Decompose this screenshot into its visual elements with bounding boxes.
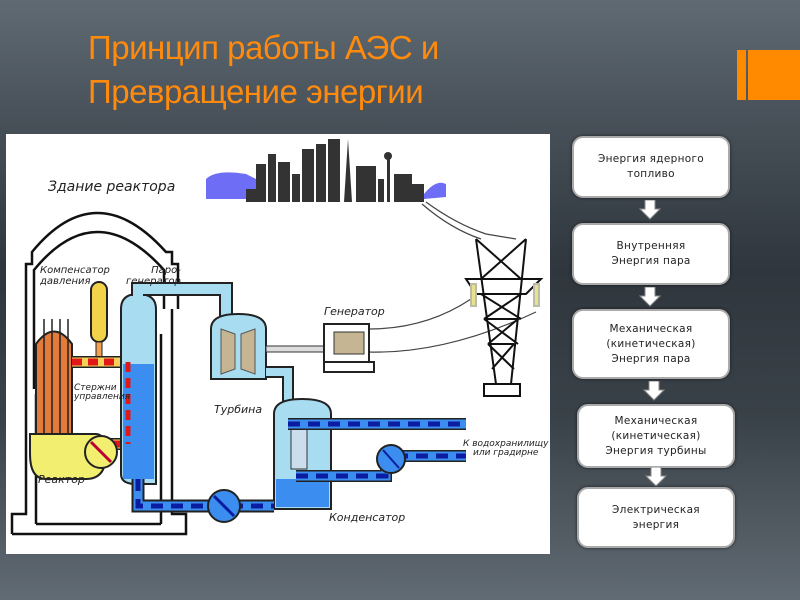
flow-step-5: Электрическая энергия (577, 487, 735, 548)
down-arrow-icon (645, 467, 667, 487)
accent-bar-thin (737, 50, 746, 100)
feedwater-loop (131, 479, 274, 523)
down-arrow-icon (643, 381, 665, 401)
down-arrow-icon (639, 200, 661, 220)
npp-diagram-drawing (10, 139, 544, 536)
npp-diagram: Здание реактора Компенсатор давления Пар… (6, 134, 550, 554)
slide-title: Принцип работы АЭС и Превращение энергии (88, 26, 439, 114)
flow-step-3: Механическая (кинетическая) Энергия пара (572, 309, 730, 379)
label-turbine: Турбина (214, 403, 263, 416)
label-pressure-compensator: Компенсатор давления (40, 265, 110, 287)
accent-bar-wide (748, 50, 800, 100)
generator-icon (323, 323, 375, 373)
label-reactor-building: Здание реактора (48, 179, 176, 195)
flow-step-1: Энергия ядерного топливо (572, 136, 730, 198)
label-generator: Генератор (324, 305, 385, 318)
label-reactor: Реактор (38, 473, 85, 486)
cooling-water-loop (288, 418, 466, 482)
flow-step-2: Внутренняя Энергия пара (572, 223, 730, 285)
power-lines (368, 201, 537, 353)
steam-generator-icon (120, 292, 157, 485)
slide-title-line-2: Превращение энергии (88, 73, 424, 110)
condenser-icon (273, 397, 332, 510)
down-arrow-icon (639, 287, 661, 307)
flow-step-4: Механическая (кинетическая) Энергия турб… (577, 404, 735, 468)
turbine-icon (210, 312, 342, 380)
label-condenser: Конденсатор (329, 511, 406, 524)
label-control-rods: Стержни управления (74, 383, 131, 403)
transmission-tower-icon (464, 238, 544, 397)
city-skyline-icon (206, 139, 446, 202)
label-to-reservoir: К водохранилищу или градирне (463, 439, 549, 459)
steam-pipe (131, 282, 233, 319)
label-steam-generator: Паро- генератор (126, 265, 181, 287)
slide-title-line-1: Принцип работы АЭС и (88, 29, 439, 66)
pressure-compensator-icon (90, 281, 108, 358)
